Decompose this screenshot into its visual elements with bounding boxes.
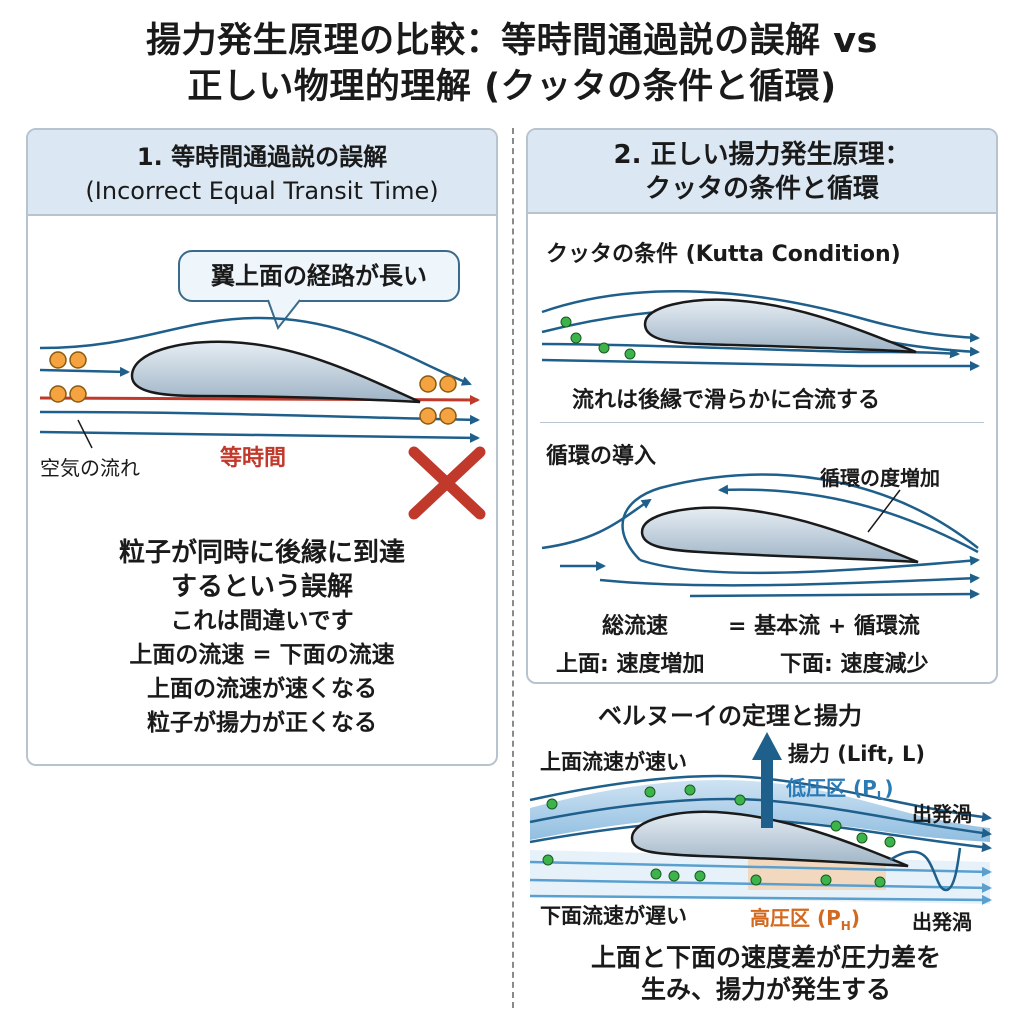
- title-line-2: 正しい物理的理解 (クッタの条件と循環): [187, 67, 837, 107]
- kutta-flow-diagram: [541, 290, 980, 371]
- airfoil-icon: [130, 340, 421, 404]
- low-pressure-subscript: L: [876, 789, 885, 803]
- panel1-header-line1: 1. 等時間通過説の誤解: [136, 143, 388, 171]
- lift-label: 揚力 (Lift, L): [788, 742, 925, 766]
- kutta-airfoil: [643, 298, 917, 354]
- circulation-airfoil: [640, 506, 919, 564]
- upper-effect-label: 上面: 速度増加: [556, 652, 705, 677]
- upper-fast-label: 上面流速が速い: [540, 750, 687, 774]
- high-pressure-label: 高圧区 (PH): [750, 902, 860, 933]
- high-pressure-close: ): [850, 906, 860, 930]
- panel1-header: 1. 等時間通過説の誤解 (Incorrect Equal Transit Ti…: [28, 130, 496, 216]
- panel2-header: 2. 正しい揚力発生原理： クッタの条件と循環: [528, 130, 996, 214]
- title-line-1: 揚力発生原理の比較：等時間通過説の誤解 vs: [146, 21, 878, 61]
- airflow-label: 空気の流れ: [40, 456, 140, 480]
- lift-arrow-icon: [752, 732, 782, 828]
- velocity-equation: = 基本流 + 循環流: [728, 614, 920, 639]
- panel2-header-line2: クッタの条件と循環: [644, 174, 879, 204]
- path-longer-bubble: 翼上面の経路が長い: [178, 250, 460, 302]
- equal-time-label: 等時間: [220, 446, 287, 471]
- panel-equal-transit: 1. 等時間通過説の誤解 (Incorrect Equal Transit Ti…: [26, 128, 498, 766]
- high-pressure-subscript: H: [840, 919, 851, 933]
- lower-slow-label: 下面流速が遅い: [540, 904, 687, 928]
- explanation-line-5: 上面の流速が速くなる: [147, 676, 377, 702]
- low-pressure-close: ): [884, 776, 894, 800]
- kutta-caption: 流れは後縁で滑らかに合流する: [572, 388, 881, 413]
- particles-orange: [49, 351, 457, 425]
- conclusion-line-2: 生み、揚力が発生する: [640, 975, 891, 1004]
- starting-vortex: [889, 847, 962, 892]
- lower-effect-label: 下面: 速度減少: [780, 652, 929, 677]
- page-title: 揚力発生原理の比較：等時間通過説の誤解 vs 正しい物理的理解 (クッタの条件と…: [0, 18, 1024, 110]
- total-velocity-label: 総流速: [602, 614, 669, 639]
- explanation-line-3: これは間違いです: [170, 608, 354, 634]
- circulation-flow-diagram: [541, 473, 980, 600]
- bernoulli-flow-diagram: [529, 732, 992, 905]
- conclusion-line-1: 上面と下面の速度差が圧力差を: [590, 943, 941, 972]
- bernoulli-airfoil: [630, 810, 909, 868]
- starting-vortex-bottom-label: 出発渦: [912, 910, 972, 934]
- panel1-flow-diagram: [39, 316, 486, 520]
- panel1-explanation: 粒子が同時に後縁に到達 するという誤解 これは間違いです 上面の流速 = 下面の…: [28, 536, 496, 740]
- bernoulli-conclusion: 上面と下面の速度差が圧力差を 生み、揚力が発生する: [526, 942, 1006, 1006]
- circulation-title: 循環の導入: [546, 444, 657, 469]
- explanation-line-4: 上面の流速 = 下面の流速: [129, 642, 395, 668]
- starting-vortex-top-label: 出発渦: [912, 802, 972, 826]
- explanation-line-6: 粒子が揚力が正くなる: [147, 710, 377, 736]
- panel2-header-line1: 2. 正しい揚力発生原理：: [613, 140, 911, 170]
- bernoulli-title: ベルヌーイの定理と揚力: [598, 702, 862, 730]
- panel-kutta-circulation: 2. 正しい揚力発生原理： クッタの条件と循環: [526, 128, 998, 684]
- panel1-header-line2: (Incorrect Equal Transit Time): [85, 177, 439, 205]
- low-pressure-label: 低圧区 (PL): [786, 772, 894, 803]
- explanation-line-2: するという誤解: [170, 572, 353, 602]
- kutta-title: クッタの条件 (Kutta Condition): [546, 242, 901, 267]
- x-mark-icon: [408, 446, 486, 520]
- high-pressure-text: 高圧区 (P: [750, 906, 841, 930]
- bubble-tail: [267, 299, 301, 331]
- circulation-increase-label: 循環の度増加: [820, 466, 940, 490]
- explanation-line-1: 粒子が同時に後縁に到達: [118, 538, 405, 568]
- low-pressure-text: 低圧区 (P: [786, 776, 877, 800]
- panel2-separator: [540, 422, 984, 423]
- center-divider: [512, 128, 514, 1008]
